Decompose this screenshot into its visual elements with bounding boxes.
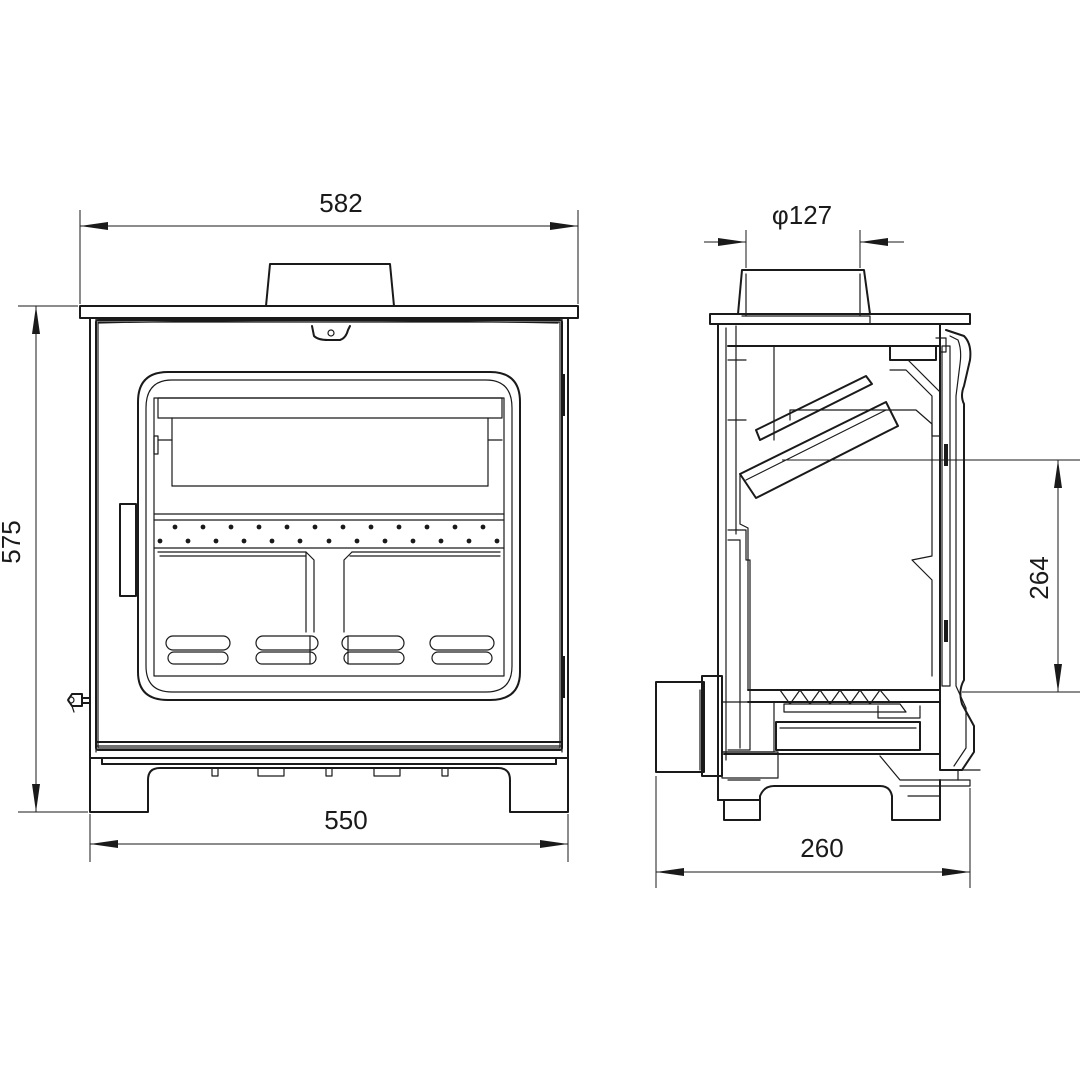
side-flue-collar <box>737 269 871 315</box>
side-door-front <box>939 323 963 771</box>
side-legs <box>717 779 941 821</box>
side-top-plate <box>709 313 971 325</box>
front-door <box>95 319 563 751</box>
dimension-575: 575 <box>0 305 88 813</box>
dim-text-260: 260 <box>800 833 843 863</box>
front-top-plate <box>79 305 579 319</box>
dimension-550: 550 <box>89 805 569 862</box>
dimension-582: 582 <box>79 188 579 304</box>
dim-text-550: 550 <box>324 805 367 835</box>
grate-slots <box>165 635 495 665</box>
side-baffle-upper <box>755 375 873 441</box>
side-baffle-lower <box>739 401 899 499</box>
dimension-264: 264 <box>782 459 1080 693</box>
door-latch <box>311 325 351 341</box>
side-grate <box>747 689 941 703</box>
air-control-knob <box>67 693 91 707</box>
dim-text-264: 264 <box>1024 556 1054 599</box>
front-flue-collar <box>265 263 395 307</box>
air-holes <box>157 524 500 544</box>
side-air-intake <box>655 681 705 773</box>
front-body <box>89 317 569 759</box>
dim-text-582: 582 <box>319 188 362 218</box>
side-view <box>655 269 981 821</box>
dim-text-flue-diameter: φ127 <box>772 200 832 230</box>
front-view <box>67 263 579 813</box>
door-handle <box>119 503 137 597</box>
dimension-260: 260 <box>655 776 971 888</box>
front-legs <box>89 757 569 813</box>
dim-text-575: 575 <box>0 520 26 563</box>
side-ashpan <box>775 721 921 751</box>
dimension-phi127: φ127 <box>704 200 904 268</box>
side-back-wall <box>717 323 761 801</box>
front-glass-window <box>137 371 521 701</box>
